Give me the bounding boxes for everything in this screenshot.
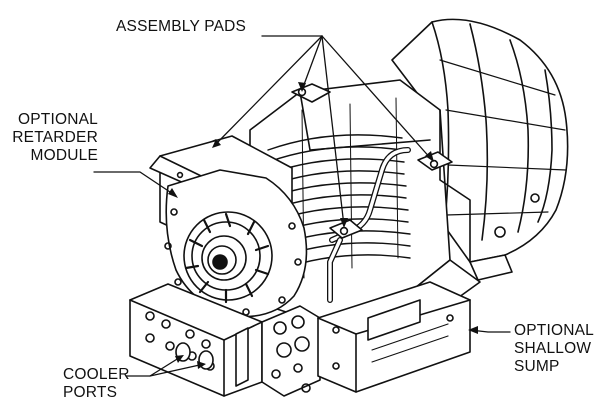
cooler-line-2: PORTS: [63, 384, 118, 401]
sump-line-1: OPTIONAL: [514, 322, 594, 339]
converter-housing: [391, 18, 569, 281]
cooler-ports-label: COOLER PORTS: [63, 366, 130, 402]
cooler-line-1: COOLER: [63, 366, 130, 383]
sump-line-3: SUMP: [514, 358, 560, 375]
leader-lines: [93, 35, 511, 377]
sump-line-2: SHALLOW: [514, 340, 592, 357]
retarder-line-3: MODULE: [30, 147, 98, 164]
retarder-line-1: OPTIONAL: [18, 111, 98, 128]
retarder-module: [149, 135, 308, 318]
output-fittings: [261, 305, 321, 397]
shallow-sump: [317, 281, 471, 393]
assembly-pads-text: ASSEMBLY PADS: [116, 18, 247, 35]
retarder-line-2: RETARDER: [12, 129, 98, 146]
assembly-pads-label: ASSEMBLY PADS: [116, 18, 246, 36]
arrow-heads: [168, 82, 478, 369]
retarder-module-label: OPTIONAL RETARDER MODULE: [6, 111, 98, 165]
shallow-sump-label: OPTIONAL SHALLOW SUMP: [514, 322, 594, 376]
